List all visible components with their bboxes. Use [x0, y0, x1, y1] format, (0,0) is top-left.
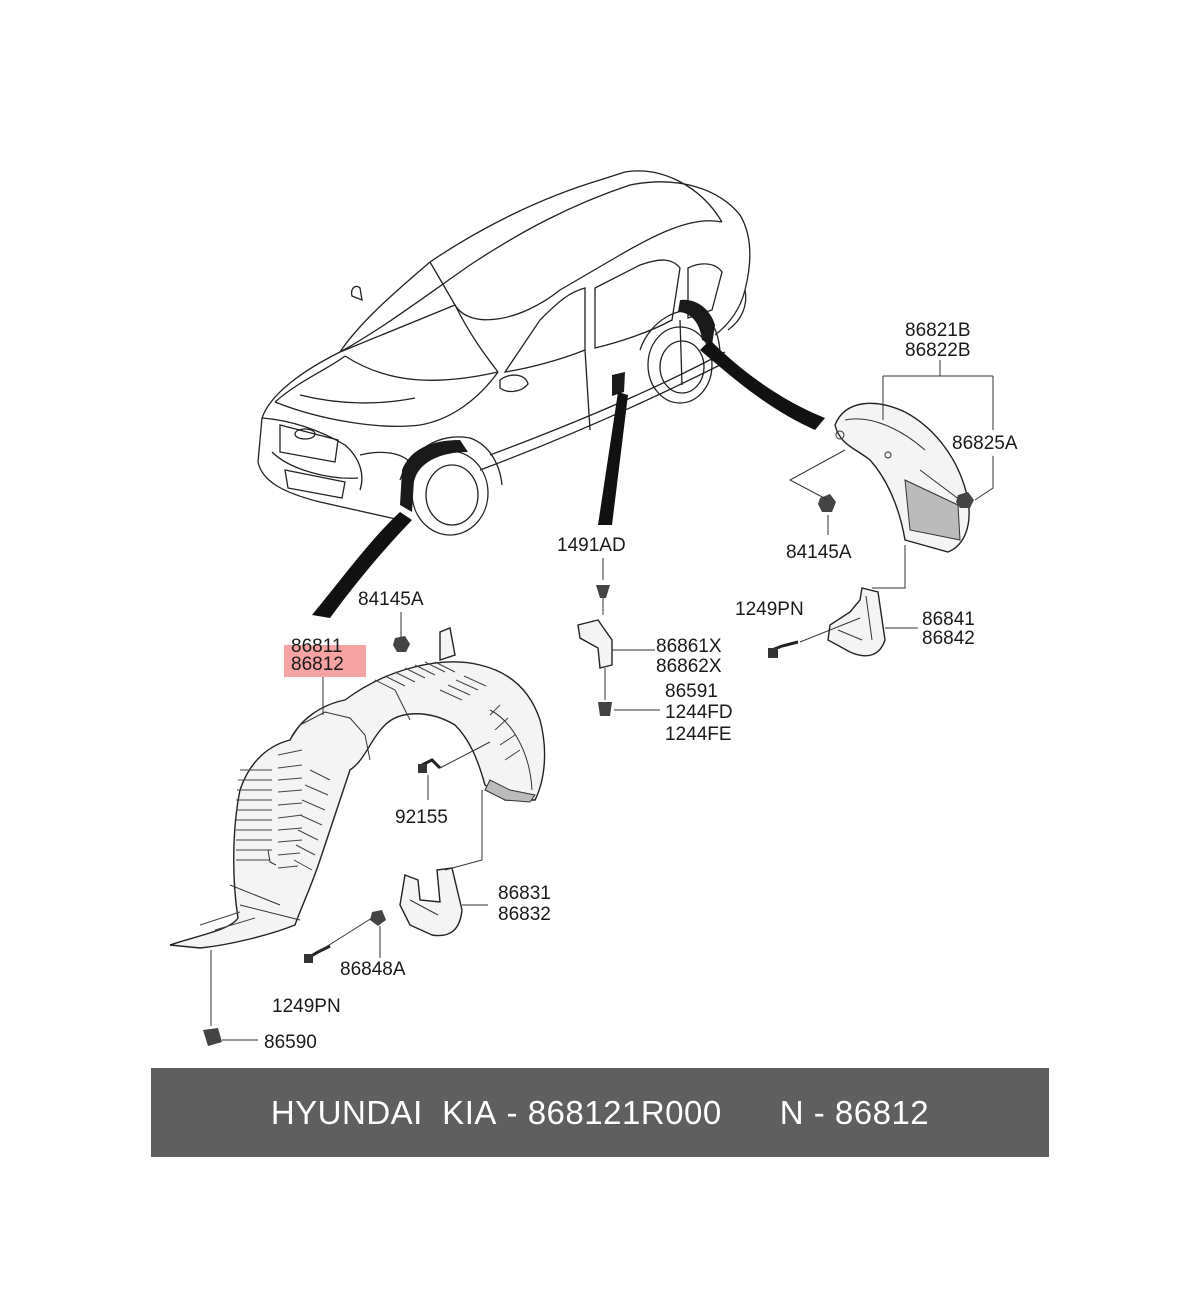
part-number-banner: HYUNDAI KIA - 868121R000 N - 86812 — [151, 1068, 1049, 1157]
label-1244FD: 1244FD — [665, 702, 733, 723]
screw-92155 — [418, 758, 442, 773]
banner-separator: - — [496, 1093, 528, 1131]
label-1491AD: 1491AD — [557, 535, 626, 556]
label-86822B: 86822B — [905, 340, 971, 361]
banner-brand: HYUNDAI KIA — [270, 1093, 497, 1131]
front-mud-flap — [399, 867, 463, 937]
screw-86590 — [203, 1028, 222, 1046]
side-bracket — [577, 558, 660, 716]
label-92155: 92155 — [395, 807, 448, 828]
highlight-box — [284, 645, 366, 677]
screw-1249PN-rear — [768, 640, 799, 658]
nut-86825A — [956, 492, 974, 508]
front-wheel-liner — [169, 661, 546, 949]
label-86590: 86590 — [264, 1032, 317, 1053]
label-86842: 86842 — [922, 628, 975, 649]
front-liner-bracket — [439, 627, 456, 661]
rear-wheel-liner — [834, 402, 970, 553]
banner-gap — [722, 1094, 780, 1132]
label-86831: 86831 — [498, 883, 551, 904]
label-86825A: 86825A — [952, 433, 1018, 454]
banner-catalog-ref: N - 86812 — [779, 1093, 930, 1131]
label-86861X: 86861X — [656, 636, 722, 657]
banner-part-number: 868121R000 — [527, 1093, 722, 1131]
label-86591: 86591 — [665, 681, 718, 702]
clip-86848A — [370, 910, 386, 926]
liner-ribs — [199, 661, 521, 931]
label-86862X: 86862X — [656, 656, 722, 677]
label-1249PN-front: 1249PN — [272, 996, 341, 1017]
front-leader-lines — [210, 612, 491, 1041]
label-86841: 86841 — [922, 609, 975, 630]
screw-1249PN-front — [304, 944, 331, 963]
label-84145A-rear: 84145A — [786, 542, 852, 563]
rear-mud-flap — [827, 587, 886, 657]
nut-84145A-front — [393, 636, 410, 652]
part-labels: 86821B 86822B 86825A 84145A 1249PN 86841… — [264, 320, 1018, 1053]
label-1249PN-rear: 1249PN — [735, 599, 804, 620]
label-86812: 86812 — [291, 654, 344, 675]
label-86811: 86811 — [291, 636, 342, 657]
car-illustration — [257, 170, 751, 536]
nut-84145A-rear — [818, 494, 836, 512]
rear-leader-lines — [788, 360, 994, 643]
leader-arrows — [312, 340, 825, 618]
label-86848A: 86848A — [340, 959, 406, 980]
label-84145A-front: 84145A — [358, 589, 424, 610]
car-wheel-arch-markers — [400, 299, 715, 512]
label-86821B: 86821B — [905, 320, 971, 341]
label-1244FE: 1244FE — [665, 724, 732, 745]
label-86832: 86832 — [498, 904, 551, 925]
